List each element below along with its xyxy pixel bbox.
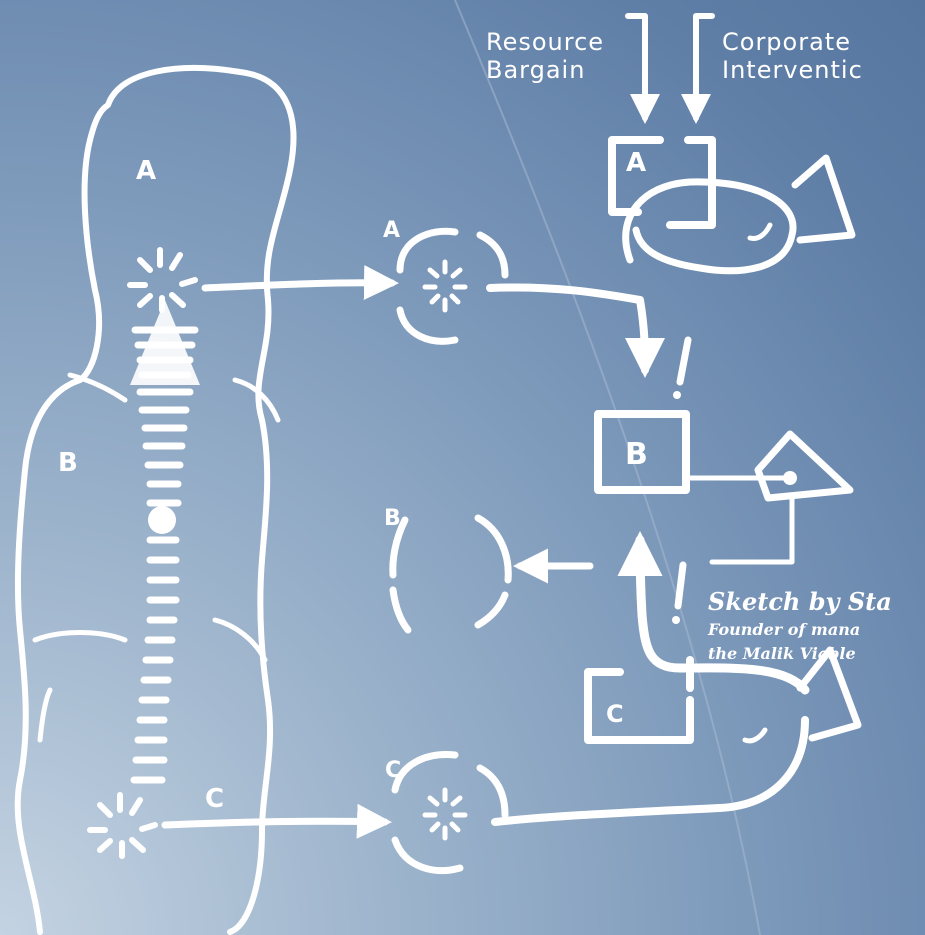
divider-ab-left	[70, 375, 125, 400]
node-label-b: B	[384, 508, 401, 530]
signal-lower-dot	[672, 616, 680, 624]
triangle-b	[758, 434, 850, 498]
management-node-c	[395, 755, 505, 871]
arrow-op-a-to-node-a	[205, 283, 392, 288]
signal-upper-dot	[673, 391, 681, 399]
box-label-a: A	[626, 150, 646, 176]
management-node-b	[393, 518, 508, 630]
region-label-a: A	[136, 158, 156, 184]
label-resource-bargain-line1: Resource	[486, 30, 604, 54]
operation-a-starburst	[130, 250, 195, 310]
spine-knot	[148, 506, 176, 534]
loop-a-hook	[750, 225, 770, 238]
triangle-b-dot	[783, 471, 797, 485]
label-corporate-intervention-line2: Interventic	[722, 58, 863, 82]
box-label-c: C	[606, 702, 624, 726]
label-resource-bargain-line2: Bargain	[486, 58, 585, 82]
credit-line-1: Sketch by Sta	[708, 590, 892, 614]
spine-channel	[134, 330, 195, 780]
node-label-a: A	[383, 220, 400, 242]
link-triangle-b-down	[712, 498, 792, 562]
link-node-a-to-box-b	[490, 287, 645, 370]
node-label-c: C	[385, 760, 401, 782]
region-label-c: C	[205, 786, 224, 812]
credit-line-3: the Malik Viable	[708, 646, 856, 662]
arrow-op-c-to-node-c	[165, 821, 385, 825]
region-label-b: B	[58, 450, 78, 476]
divider-bottom-left	[40, 690, 50, 740]
signal-upper-stroke	[680, 340, 688, 382]
credit-line-2: Founder of mana	[708, 622, 860, 638]
triangle-a	[795, 158, 852, 240]
divider-bc-left	[35, 633, 125, 641]
signal-lower-stroke	[678, 565, 683, 606]
loop-c-hook	[745, 730, 765, 741]
arrow-corporate-intervention	[696, 16, 712, 118]
box-label-b: B	[625, 440, 648, 470]
divider-bc-right	[215, 620, 265, 660]
operation-c-starburst	[90, 795, 155, 856]
arrow-resource-bargain	[628, 16, 645, 118]
label-corporate-intervention-line1: Corporate	[722, 30, 851, 54]
